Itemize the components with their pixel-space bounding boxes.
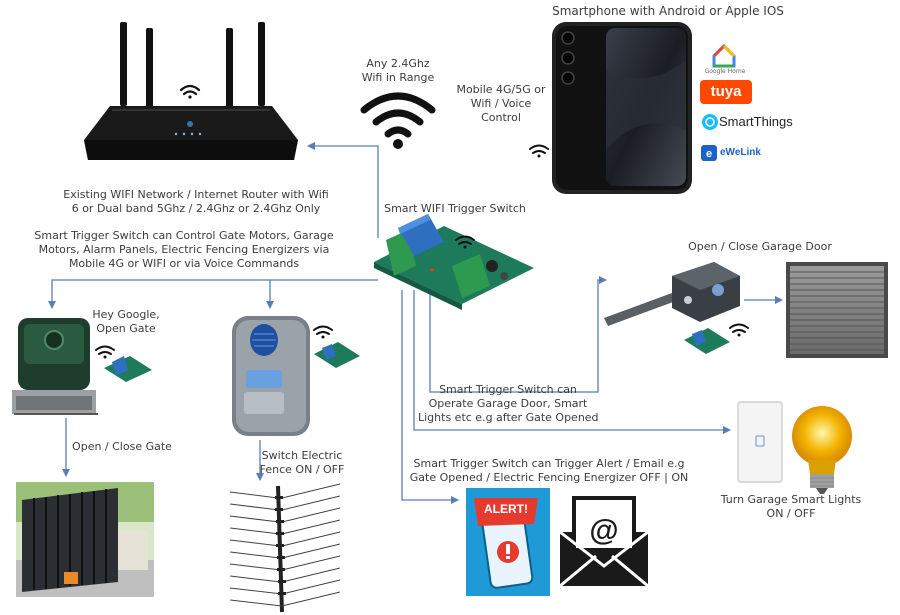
arrow-switch-to-garage-opener xyxy=(429,276,607,393)
garage-operate-line-3: Lights etc e.g after Gate Opened xyxy=(418,411,599,424)
router-caption-line-2: 6 or Dual band 5Ghz / 2.4Ghz or 2.4Ghz O… xyxy=(71,202,321,215)
alert-badge-text: ALERT! xyxy=(484,502,528,516)
phone-wifi-icon xyxy=(529,144,549,158)
fence-wifi-icon xyxy=(313,325,333,339)
tuya-label: tuya xyxy=(710,83,742,100)
sliding-gate xyxy=(16,482,154,597)
tuya-logo xyxy=(700,80,752,104)
gate-motor xyxy=(12,318,98,415)
email-icon: @ xyxy=(559,496,649,588)
garage-door-title: Open / Close Garage Door xyxy=(688,240,832,253)
garage-operate-label: Smart Trigger Switch can Operate Garage … xyxy=(418,383,599,425)
smart-light-switch xyxy=(737,401,783,483)
ewelink-icon: e xyxy=(701,145,717,161)
svg-text:e: e xyxy=(706,148,712,160)
google-home-label: Google Home xyxy=(704,68,746,75)
garage-lights-label: Turn Garage Smart Lights ON / OFF xyxy=(716,493,866,521)
svg-text:@: @ xyxy=(589,514,618,547)
arrow-switch-to-alert xyxy=(401,290,459,504)
smartthings-label: SmartThings xyxy=(719,114,793,129)
control-caption-line-1: Smart Trigger Switch can Control Gate Mo… xyxy=(34,229,334,242)
fence-energizer xyxy=(232,316,310,436)
arrow-switch-to-lights xyxy=(413,290,731,434)
router-caption: Existing WIFI Network / Internet Router … xyxy=(36,188,356,216)
fence-relay-board xyxy=(314,342,360,368)
gate-relay-board xyxy=(104,356,152,382)
arrow-switch-to-gate xyxy=(48,279,378,309)
electric-fence xyxy=(229,483,341,613)
switch-fence-line-1: Switch Electric xyxy=(261,449,343,462)
alert-caption-line-1: Smart Trigger Switch can Trigger Alert /… xyxy=(413,457,685,470)
alert-caption-line-2: Gate Opened / Electric Fencing Energizer… xyxy=(409,471,689,484)
control-caption-line-3: Mobile 4G or WIFI or via Voice Commands xyxy=(68,257,300,270)
control-caption-line-2: Motors, Alarm Panels, Electric Fencing E… xyxy=(38,243,330,256)
alert-icon xyxy=(466,488,550,596)
ewelink-label: eWeLink xyxy=(720,147,761,158)
hey-google-label: Hey Google, Open Gate xyxy=(84,308,168,336)
mobile-connect-line-2: Wifi / Voice xyxy=(470,97,532,110)
google-home-icon xyxy=(712,43,736,68)
light-bulb xyxy=(792,406,852,494)
garage-operate-line-1: Smart Trigger Switch can xyxy=(439,383,577,396)
hey-google-line-1: Hey Google, xyxy=(92,308,160,321)
router-wifi-icon xyxy=(179,84,201,99)
alert-caption: Smart Trigger Switch can Trigger Alert /… xyxy=(404,457,694,485)
arrow-switch-to-router xyxy=(307,142,379,238)
wifi-range-label: Any 2.4Ghz Wifi in Range xyxy=(344,57,452,85)
trigger-switch-title: Smart WIFI Trigger Switch xyxy=(384,202,526,215)
garage-door xyxy=(786,262,888,358)
mobile-connect-line-1: Mobile 4G/5G or xyxy=(456,83,546,96)
router-caption-line-1: Existing WIFI Network / Internet Router … xyxy=(63,188,329,201)
garage-relay-board xyxy=(684,328,730,354)
smartphone xyxy=(552,22,692,194)
garage-operate-line-2: Operate Garage Door, Smart xyxy=(428,397,588,410)
garage-opener xyxy=(604,262,740,326)
smartphone-title: Smartphone with Android or Apple IOS xyxy=(552,4,784,18)
mobile-connect-line-3: Control xyxy=(481,111,521,124)
switch-fence-line-2: Fence ON / OFF xyxy=(259,463,345,476)
garage-lights-line-2: ON / OFF xyxy=(766,507,816,520)
smartthings-icon xyxy=(702,114,718,130)
mobile-connect-label: Mobile 4G/5G or Wifi / Voice Control xyxy=(446,83,556,125)
connectors xyxy=(48,142,783,504)
wifi-range-line-2: Wifi in Range xyxy=(361,71,435,84)
switch-fence-label: Switch Electric Fence ON / OFF xyxy=(252,449,352,477)
wifi-range-line-1: Any 2.4Ghz xyxy=(366,57,430,70)
trigger-switch-board xyxy=(374,214,534,310)
garage-lights-line-1: Turn Garage Smart Lights xyxy=(720,493,862,506)
open-close-gate-label: Open / Close Gate xyxy=(72,440,172,453)
wifi-range-icon xyxy=(360,92,436,149)
hey-google-line-2: Open Gate xyxy=(96,322,156,335)
switch-wifi-icon xyxy=(455,235,475,249)
gate-wifi-icon xyxy=(95,345,115,359)
garage-wifi-icon xyxy=(729,323,749,337)
control-caption: Smart Trigger Switch can Control Gate Mo… xyxy=(24,229,344,271)
wifi-router xyxy=(84,22,298,160)
